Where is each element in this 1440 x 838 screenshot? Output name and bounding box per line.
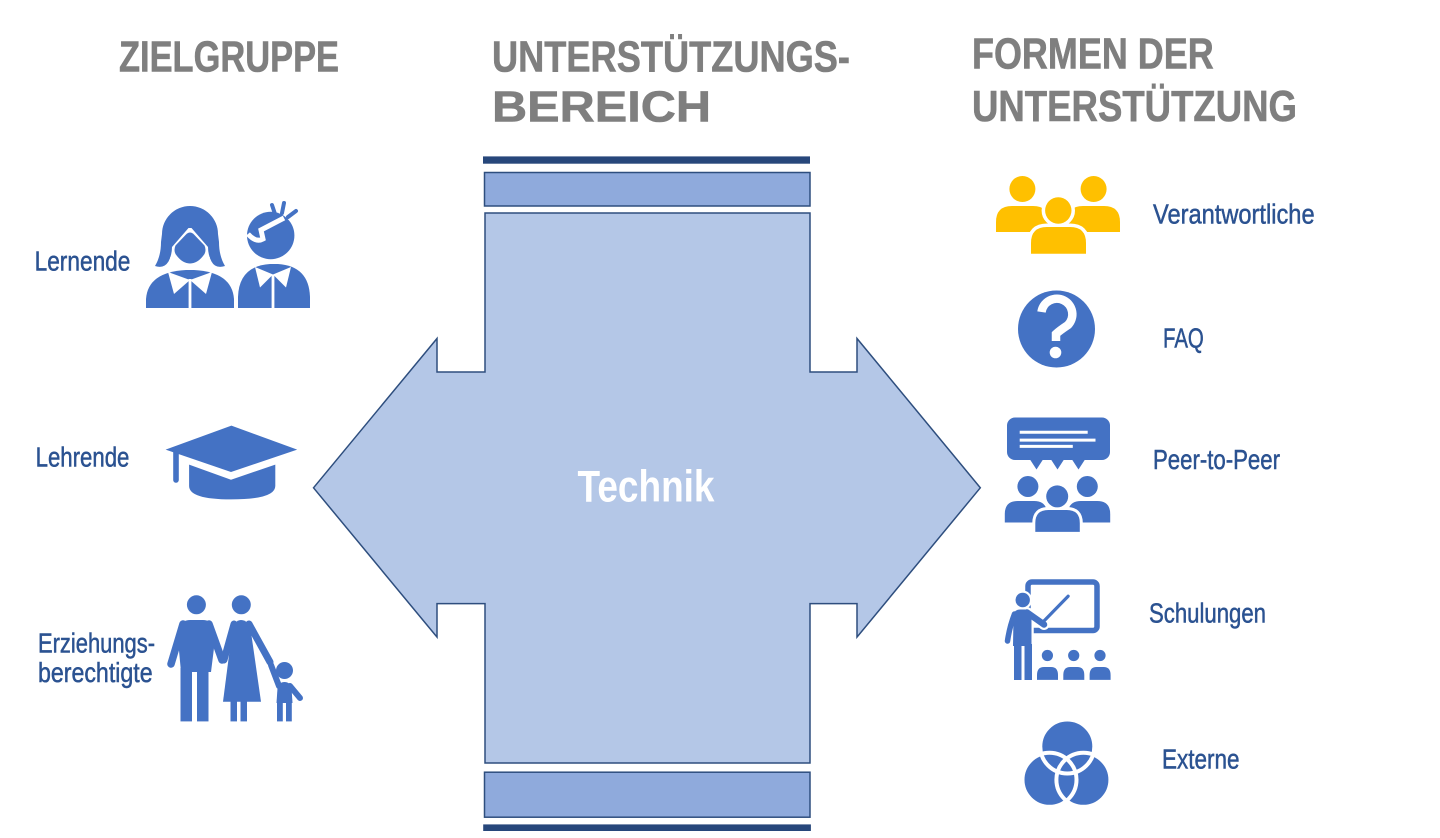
svg-text:Peer-to-Peer: Peer-to-Peer: [1153, 444, 1280, 475]
svg-text:Technik: Technik: [578, 462, 715, 511]
svg-text:Schulungen: Schulungen: [1149, 598, 1266, 629]
svg-text:Erziehungs-: Erziehungs-: [38, 627, 155, 658]
svg-text:Verantwortliche: Verantwortliche: [1153, 198, 1315, 229]
svg-text:Lernende: Lernende: [35, 246, 131, 277]
svg-text:UNTERSTÜTZUNG: UNTERSTÜTZUNG: [972, 82, 1297, 131]
svg-text:FAQ: FAQ: [1163, 322, 1204, 353]
svg-text:berechtigte: berechtigte: [38, 657, 153, 688]
svg-text:ZIELGRUPPE: ZIELGRUPPE: [119, 33, 339, 82]
svg-text:FORMEN DER: FORMEN DER: [972, 29, 1214, 78]
svg-text:BEREICH: BEREICH: [492, 83, 711, 132]
svg-text:UNTERSTÜTZUNGS-: UNTERSTÜTZUNGS-: [492, 33, 850, 82]
svg-text:Lehrende: Lehrende: [36, 441, 130, 472]
svg-text:Externe: Externe: [1162, 744, 1240, 775]
